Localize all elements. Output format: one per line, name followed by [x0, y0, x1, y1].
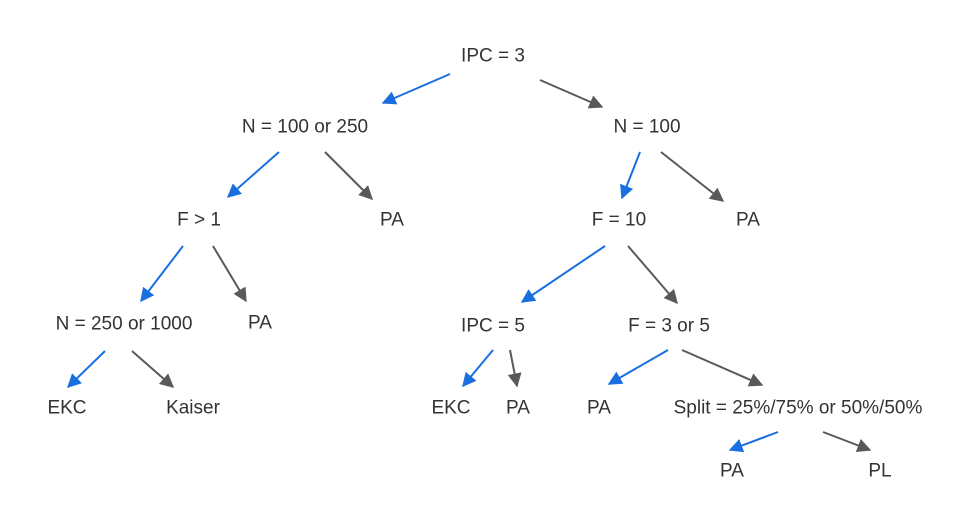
edge-f-3-5-to-split-arrow — [681, 349, 764, 387]
node-ekc-1: EKC — [47, 397, 87, 419]
node-ekc-2: EKC — [431, 397, 471, 419]
edge-ipc-5-to-ekc-2-arrow — [462, 349, 494, 388]
edge-split-to-pl-arrow — [822, 431, 872, 453]
node-pa-4: PA — [506, 397, 530, 419]
edge-n-100-250-to-f-gt-1-arrow — [226, 151, 280, 198]
node-f-10: F = 10 — [591, 209, 647, 231]
node-ipc-5: IPC = 5 — [461, 315, 525, 337]
node-n-250-1000: N = 250 or 1000 — [55, 313, 193, 335]
node-f-3-5: F = 3 or 5 — [628, 315, 710, 337]
edge-root-to-n-100-250-arrow — [381, 73, 451, 105]
edge-f-gt-1-to-n-250-1000-arrow — [140, 245, 184, 303]
edge-n-250-1000-to-kaiser-arrow — [131, 350, 175, 388]
edge-n-100-to-pa-2-arrow — [660, 151, 725, 202]
node-pa-5: PA — [587, 397, 611, 419]
node-pa-1: PA — [380, 209, 404, 231]
edge-root-to-n-100-arrow — [539, 79, 604, 109]
node-root: IPC = 3 — [461, 45, 525, 67]
node-n-100: N = 100 — [613, 116, 681, 138]
edge-n-100-to-f-10-arrow — [620, 151, 641, 200]
edge-n-250-1000-to-ekc-1-arrow — [66, 350, 106, 388]
node-pl: PL — [868, 460, 892, 482]
edge-ipc-5-to-pa-4-arrow — [507, 349, 522, 388]
node-pa-6: PA — [720, 460, 744, 482]
edge-f-10-to-f-3-5-arrow — [627, 245, 678, 305]
node-pa-2: PA — [736, 209, 760, 231]
edge-split-to-pa-6-arrow — [728, 431, 779, 453]
node-split: Split = 25%/75% or 50%/50% — [673, 397, 923, 419]
edge-f-3-5-to-pa-5-arrow — [607, 349, 669, 385]
node-pa-3: PA — [248, 312, 272, 334]
edge-f-gt-1-to-pa-3-arrow — [212, 245, 247, 303]
edge-n-100-250-to-pa-1-arrow — [324, 151, 373, 200]
edge-f-10-to-ipc-5-arrow — [520, 245, 606, 303]
node-n-100-250: N = 100 or 250 — [241, 116, 369, 138]
node-kaiser: Kaiser — [166, 397, 220, 419]
node-f-gt-1: F > 1 — [177, 209, 221, 231]
